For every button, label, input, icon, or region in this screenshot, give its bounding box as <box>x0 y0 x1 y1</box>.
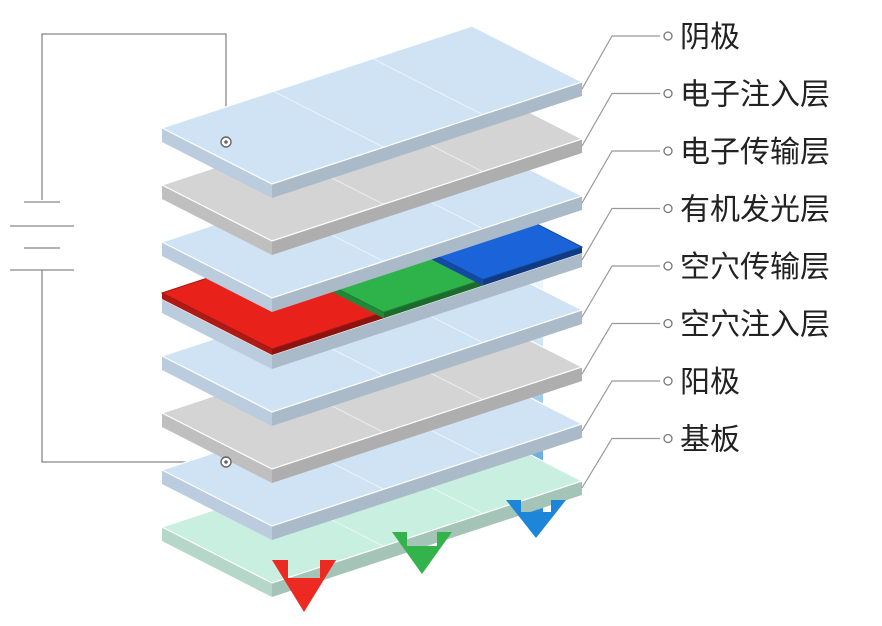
layer-front-face <box>162 356 272 426</box>
layer-label-2: 电子注入层 <box>581 78 830 147</box>
layer-name: 电子注入层 <box>680 78 830 113</box>
leader-line <box>581 35 660 90</box>
green-arrow-icon <box>392 532 452 574</box>
layer-name: 空穴注入层 <box>680 308 830 343</box>
layer-name: 空穴传输层 <box>680 250 830 285</box>
layer-name: 阳极 <box>680 365 740 400</box>
label-dot-icon <box>663 203 673 214</box>
leader-line <box>581 92 660 147</box>
leader-line <box>581 437 660 489</box>
circuit-wire <box>41 33 227 463</box>
layer-side-face <box>272 481 582 597</box>
layer-front-face <box>162 527 272 597</box>
layer-name: 电子传输层 <box>680 135 830 170</box>
layer-front-face <box>162 470 272 540</box>
label-dot-icon <box>663 261 673 271</box>
cathode-terminal-dot <box>224 140 228 144</box>
layer-label-4: 有机发光层 <box>581 193 830 261</box>
leader-line <box>581 207 660 261</box>
label-dot-icon <box>663 433 673 444</box>
layer-front-face <box>162 413 272 483</box>
layer-side-face <box>272 424 582 540</box>
segment-line <box>273 90 384 148</box>
layer-name: 基板 <box>680 423 740 458</box>
layer-side-face <box>272 139 582 255</box>
layer-label-1: 阴极 <box>581 20 740 90</box>
light-arrows <box>272 500 566 612</box>
leader-line <box>581 265 660 318</box>
layer-side-face <box>272 253 582 369</box>
layer-side-face <box>272 367 582 483</box>
label-dot-icon <box>663 31 673 41</box>
layer-front-face <box>162 299 272 369</box>
leader-line <box>581 380 660 432</box>
layer-side-face <box>272 82 582 198</box>
battery-icon <box>10 201 74 271</box>
layer-1 <box>160 25 584 198</box>
layer-front-face <box>162 128 272 198</box>
layer-label-3: 电子传输层 <box>581 135 830 204</box>
layer-name: 阴极 <box>680 20 740 55</box>
blue-arrow-icon <box>506 500 566 538</box>
layer-top-face <box>160 25 584 185</box>
label-dot-icon <box>663 146 673 156</box>
layer-stack <box>160 25 584 597</box>
leader-line <box>581 150 660 204</box>
layer-front-face <box>162 242 272 312</box>
layer-side-face <box>272 196 582 312</box>
leader-line <box>581 322 660 375</box>
layer-label-7: 阳极 <box>581 365 740 432</box>
label-dot-icon <box>663 318 673 329</box>
layer-front-face <box>162 185 272 255</box>
red-arrow-icon <box>272 560 336 612</box>
label-dot-icon <box>663 88 673 99</box>
layer-name: 有机发光层 <box>680 193 830 228</box>
layer-label-6: 空穴注入层 <box>581 308 830 375</box>
layer-labels: 基板 阳极 空穴注入层 空穴传输层 有机发光层 电子传输层 电子注入层 阴极 <box>581 20 830 489</box>
layer-label-5: 空穴传输层 <box>581 250 830 318</box>
label-dot-icon <box>663 376 673 386</box>
anode-terminal-dot <box>224 460 228 464</box>
segment-line <box>372 58 484 116</box>
layer-label-8: 基板 <box>581 423 740 489</box>
layer-side-face <box>272 310 582 426</box>
